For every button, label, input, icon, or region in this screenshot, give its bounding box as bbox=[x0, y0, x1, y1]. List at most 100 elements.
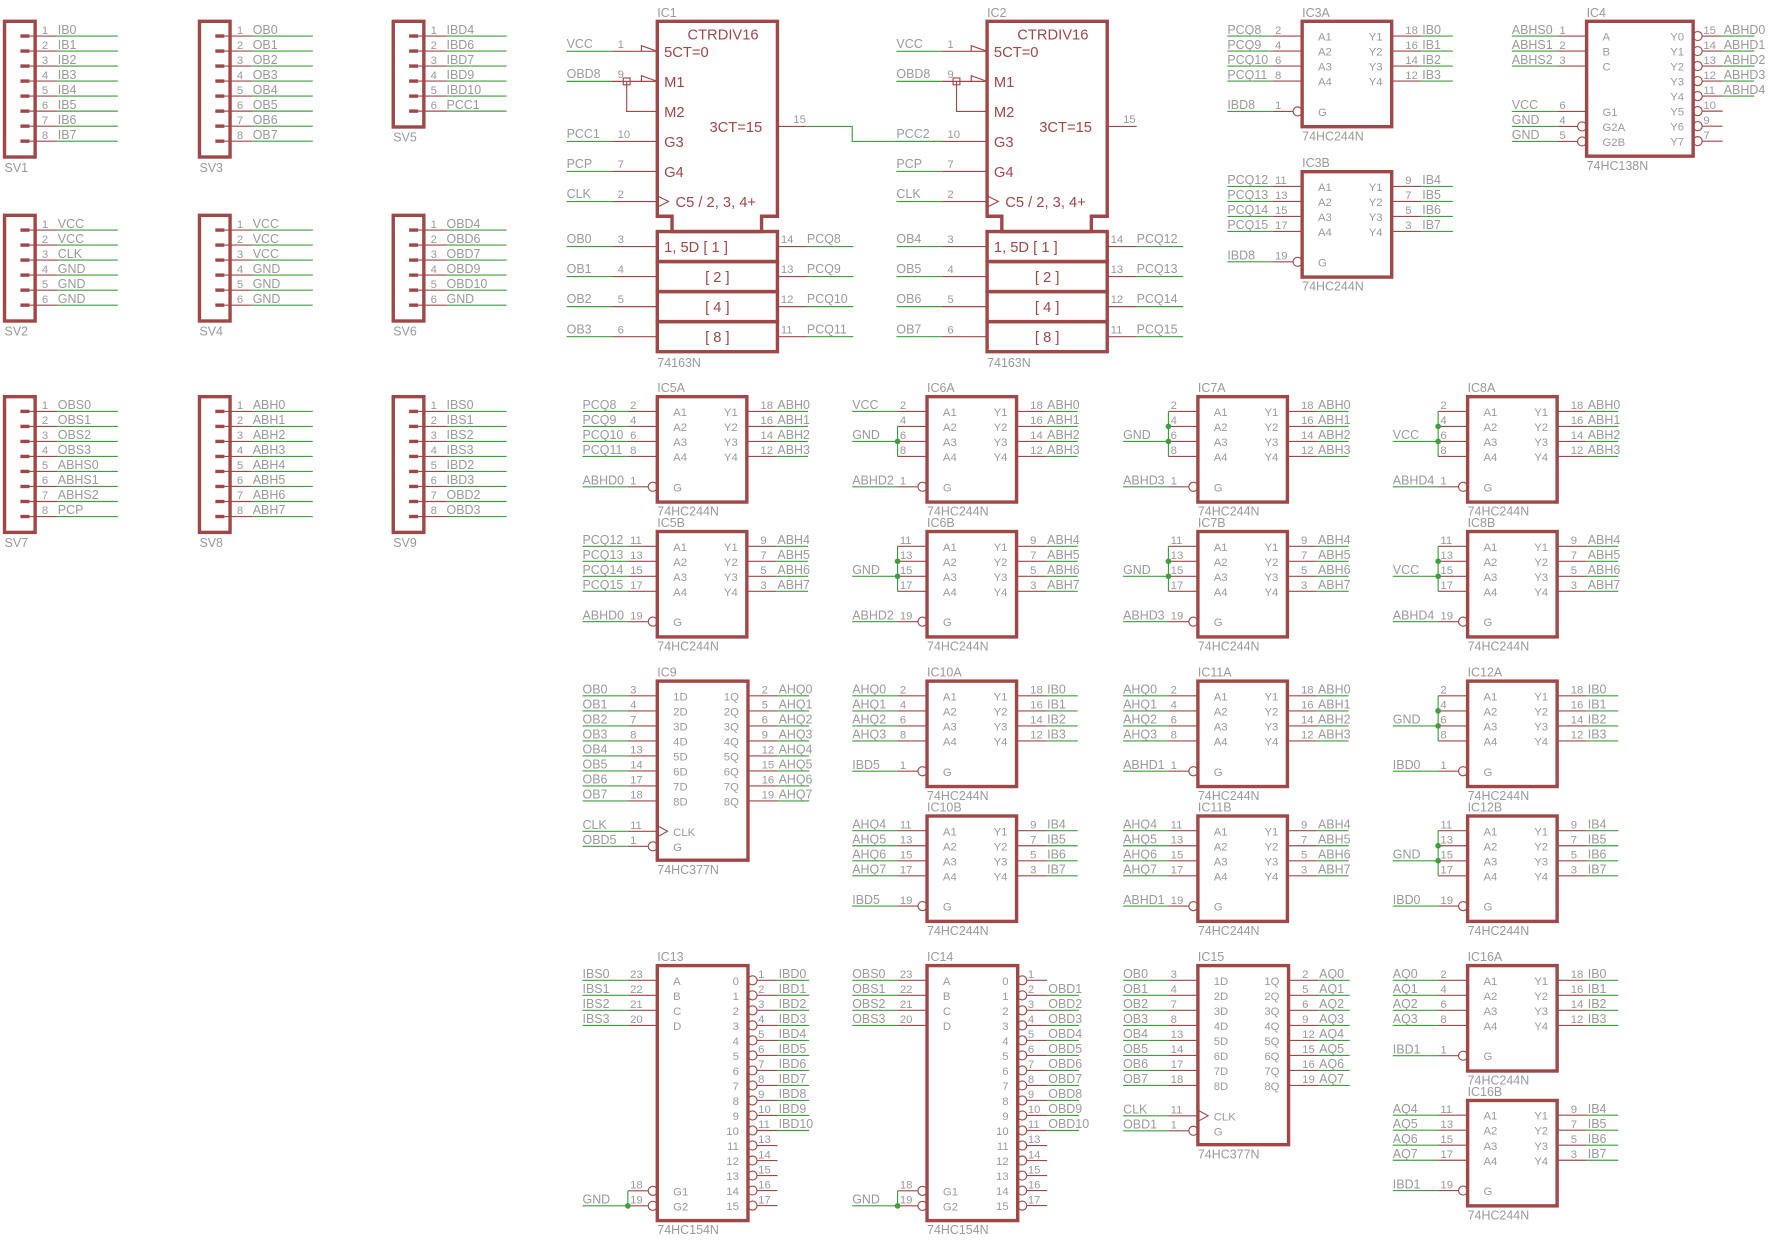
junction-dot bbox=[1165, 558, 1172, 565]
chip-ic5a: IC5A74HC244N2PCQ8A14PCQ9A26PCQ10A38PCQ11… bbox=[583, 381, 811, 519]
net-label: PCP bbox=[896, 157, 922, 171]
pin-number: 9 bbox=[1030, 819, 1036, 831]
chip-body bbox=[655, 963, 750, 1223]
pin-name: A2 bbox=[943, 422, 957, 434]
pin-number: 9 bbox=[1571, 819, 1577, 831]
pin-name: G bbox=[943, 902, 952, 914]
net-label: ABHD0 bbox=[583, 473, 625, 487]
pin-number: 7 bbox=[431, 490, 437, 502]
chip-body bbox=[1300, 19, 1394, 129]
pin-number: 14 bbox=[1571, 999, 1584, 1011]
net-label: AHQ5 bbox=[779, 758, 813, 772]
net-label: ABH7 bbox=[1047, 578, 1080, 592]
pin-number: 13 bbox=[630, 550, 643, 562]
net-label: IB6 bbox=[1047, 847, 1066, 861]
pin-number: 15 bbox=[762, 760, 775, 772]
pin-name: C bbox=[673, 1006, 681, 1018]
pin-number: 4 bbox=[431, 264, 437, 276]
net-label: AQ6 bbox=[1319, 1057, 1344, 1071]
net-label: AHQ7 bbox=[1123, 863, 1157, 877]
net-label: ABH0 bbox=[1318, 683, 1351, 697]
chip-part-label: 74HC244N bbox=[927, 505, 989, 519]
chip-part-label: 74HC244N bbox=[1302, 129, 1364, 143]
pin-name: Y3 bbox=[1534, 437, 1548, 449]
net-label: IB6 bbox=[1588, 847, 1607, 861]
net-label: OB7 bbox=[583, 788, 608, 802]
pin-number: 13 bbox=[1275, 190, 1288, 202]
net-label: ABH1 bbox=[1047, 413, 1080, 427]
net-label: OBD2 bbox=[447, 488, 481, 502]
net-label: ABHD1 bbox=[1724, 38, 1766, 52]
net-label: AQ1 bbox=[1319, 982, 1344, 996]
net-label: AHQ7 bbox=[779, 788, 813, 802]
net-label: ABH6 bbox=[1047, 563, 1080, 577]
chip-part-label: 74HC244N bbox=[1468, 640, 1530, 654]
pin-number: 13 bbox=[1171, 1029, 1184, 1041]
pin-number: 3 bbox=[42, 430, 48, 442]
pin-name: A2 bbox=[1214, 422, 1228, 434]
chip-ref-label: IC3A bbox=[1302, 6, 1330, 20]
net-label: ABH1 bbox=[1318, 413, 1351, 427]
pin-number: 14 bbox=[1571, 715, 1584, 727]
pin-name: Y0 bbox=[1670, 32, 1684, 44]
pin-number: 18 bbox=[1301, 685, 1314, 697]
pin-number: 2 bbox=[1302, 969, 1308, 981]
net-label: OBD9 bbox=[1048, 1102, 1082, 1116]
pin-number: 9 bbox=[947, 69, 953, 81]
net-label: IB5 bbox=[1047, 832, 1066, 846]
pin-name: A1 bbox=[1318, 32, 1332, 44]
pin-name: A2 bbox=[1483, 557, 1497, 569]
pin-number: 7 bbox=[1301, 550, 1307, 562]
net-label: AHQ1 bbox=[852, 698, 886, 712]
net-label: PCQ10 bbox=[1227, 53, 1268, 67]
pin-name: A4 bbox=[1214, 452, 1228, 464]
clock-input-icon bbox=[986, 195, 1000, 208]
pin-name: A4 bbox=[1483, 587, 1497, 599]
pin-name: A4 bbox=[1483, 871, 1497, 883]
net-label: CLK bbox=[58, 247, 83, 261]
pin-name: A2 bbox=[1483, 991, 1497, 1003]
pin-number: 8 bbox=[237, 505, 243, 517]
pin-number: 5 bbox=[760, 565, 766, 577]
pin-number: 5 bbox=[762, 700, 768, 712]
pin-number: 4 bbox=[900, 415, 906, 427]
pin-name: 8Q bbox=[1264, 1081, 1279, 1093]
pin-number: 2 bbox=[431, 234, 437, 246]
pin-number: 3 bbox=[431, 249, 437, 261]
net-label: ABH5 bbox=[1588, 548, 1621, 562]
pin-number: 10 bbox=[758, 1104, 771, 1116]
net-label: IBS3 bbox=[583, 1012, 610, 1026]
pin-number: 18 bbox=[1030, 400, 1043, 412]
pin-number: 21 bbox=[900, 999, 913, 1011]
pin-number: 14 bbox=[1030, 715, 1043, 727]
pin-number: 11 bbox=[1171, 819, 1183, 831]
junction-dot bbox=[1435, 723, 1441, 729]
net-label: OB2 bbox=[253, 53, 278, 67]
pin-number: 1 bbox=[618, 39, 624, 51]
pin-name: G1 bbox=[673, 1186, 688, 1198]
pin-number: 14 bbox=[1111, 234, 1124, 246]
pin-name: 5D bbox=[673, 751, 687, 763]
pin-number: 14 bbox=[1571, 430, 1584, 442]
pin-number: 1 bbox=[947, 39, 953, 51]
pin-number: 8 bbox=[237, 130, 243, 142]
net-label: OB1 bbox=[567, 262, 592, 276]
net-label: GND bbox=[253, 292, 281, 306]
net-label: VCC bbox=[58, 217, 84, 231]
pin-number: 12 bbox=[760, 445, 773, 457]
pin-name: A3 bbox=[673, 572, 687, 584]
pin-name: Y1 bbox=[1534, 976, 1548, 988]
net-label: GND bbox=[253, 277, 281, 291]
pin-name: Y3 bbox=[1534, 572, 1548, 584]
net-label: IB3 bbox=[58, 68, 77, 82]
pin-number: 12 bbox=[1301, 445, 1314, 457]
pin-number: 15 bbox=[793, 114, 806, 126]
pin-name: Y3 bbox=[994, 572, 1008, 584]
pin-name: Y1 bbox=[1534, 691, 1548, 703]
pin-number: 1 bbox=[900, 475, 906, 487]
chip-ic11a: IC11A74HC244N2AHQ0A14AHQ1A26AHQ2A38AHQ3A… bbox=[1123, 666, 1351, 804]
pin-name: A2 bbox=[1483, 841, 1497, 853]
